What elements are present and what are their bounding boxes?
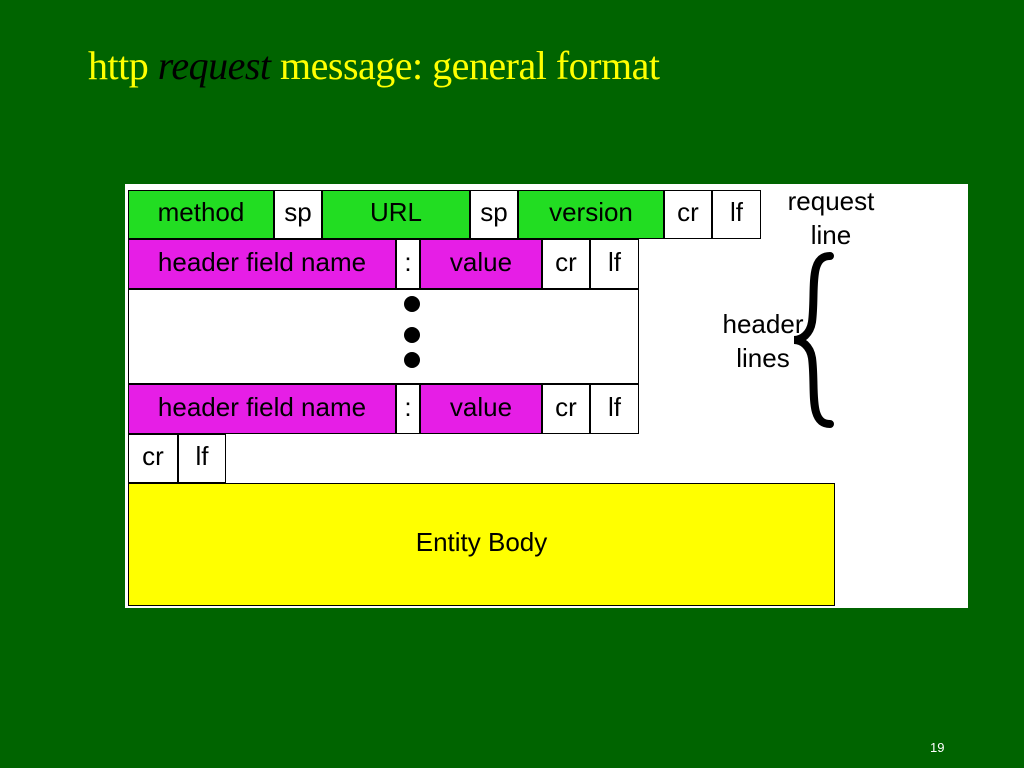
slide-title: http request message: general format	[88, 42, 660, 89]
header-lines-label-line1: header	[722, 309, 804, 339]
request-line-url: URL	[322, 190, 470, 239]
header-lf-1: lf	[590, 239, 639, 289]
request-line-method: method	[128, 190, 274, 239]
header-ellipsis-area	[128, 289, 639, 384]
header-colon-1: :	[396, 239, 420, 289]
blank-line-cr: cr	[128, 434, 178, 483]
ellipsis-dot-2	[404, 327, 420, 343]
blank-line-lf: lf	[178, 434, 226, 483]
header-lf-2: lf	[590, 384, 639, 434]
curly-brace-icon	[793, 252, 834, 428]
ellipsis-dot-1	[404, 296, 420, 312]
page-number: 19	[930, 740, 945, 755]
header-lines-label: header lines	[710, 307, 816, 375]
header-field-name-2: header field name	[128, 384, 396, 434]
request-line-label: request line	[773, 184, 889, 252]
header-value-1: value	[420, 239, 542, 289]
request-line-label-line1: request	[787, 186, 875, 216]
entity-body: Entity Body	[128, 483, 835, 606]
title-part-rest: message: general format	[280, 43, 660, 88]
request-line-sp-2: sp	[470, 190, 518, 239]
header-value-2: value	[420, 384, 542, 434]
request-line-version: version	[518, 190, 664, 239]
title-part-request: request	[157, 43, 271, 88]
header-cr-2: cr	[542, 384, 590, 434]
title-part-http: http	[88, 43, 149, 88]
http-request-format-diagram: method sp URL sp version cr lf request l…	[125, 184, 968, 608]
request-line-label-line2: line	[810, 220, 852, 250]
header-field-name-1: header field name	[128, 239, 396, 289]
ellipsis-dot-3	[404, 352, 420, 368]
request-line-sp-1: sp	[274, 190, 322, 239]
request-line-cr: cr	[664, 190, 712, 239]
request-line-lf: lf	[712, 190, 761, 239]
header-colon-2: :	[396, 384, 420, 434]
header-lines-label-line2: lines	[736, 343, 790, 373]
header-cr-1: cr	[542, 239, 590, 289]
